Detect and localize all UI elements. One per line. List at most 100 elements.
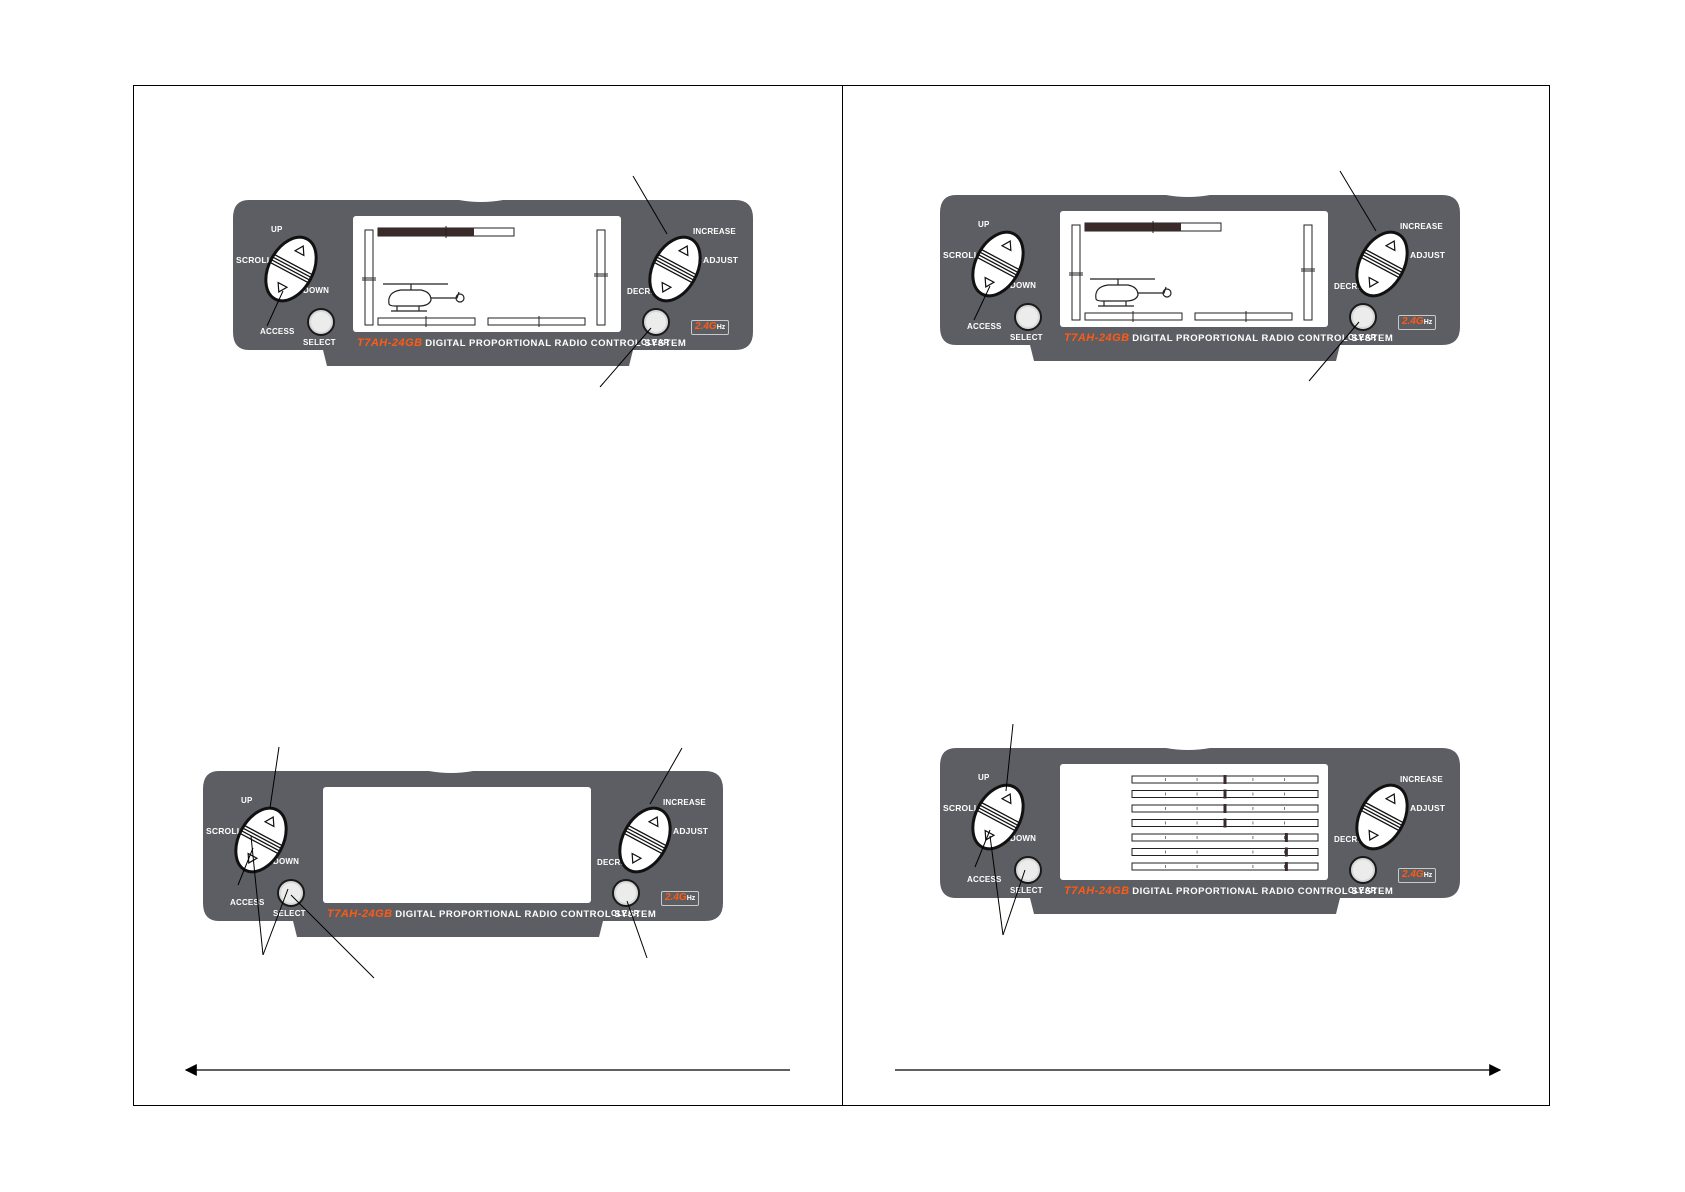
label-down: DOWN	[1010, 281, 1037, 290]
clear-button[interactable]	[612, 879, 640, 907]
brand-line: T7AH-24GB DIGITAL PROPORTIONAL RADIO CON…	[1064, 332, 1393, 344]
label-decrease: DECREASE	[627, 287, 674, 296]
adjust-dial[interactable]	[648, 233, 702, 305]
select-button[interactable]	[307, 308, 335, 336]
lcd-screen	[1060, 764, 1328, 880]
frequency-value: 2.4G	[695, 321, 717, 332]
page-divider	[842, 85, 843, 1106]
label-down: DOWN	[303, 286, 330, 295]
adjust-dial-graphic	[1355, 230, 1409, 298]
helicopter-icon	[1090, 278, 1172, 307]
frequency-value: 2.4G	[665, 892, 687, 903]
frequency-badge: 2.4GHz	[661, 891, 699, 906]
frequency-unit: Hz	[1423, 872, 1433, 879]
label-up: UP	[271, 225, 283, 234]
triangle-up-icon	[293, 245, 305, 257]
label-adjust: ADJUST	[703, 255, 739, 265]
adjust-dial[interactable]	[618, 804, 672, 876]
triangle-down-icon	[1368, 829, 1380, 841]
frequency-badge: 2.4GHz	[1398, 868, 1436, 883]
triangle-up-icon	[263, 816, 275, 828]
label-up: UP	[978, 773, 990, 782]
label-clear: CLEAR	[1348, 333, 1377, 342]
label-select: SELECT	[1010, 333, 1043, 342]
label-adjust: ADJUST	[1410, 803, 1446, 813]
brand-model: T7AH-24GB	[327, 908, 393, 920]
label-increase: INCREASE	[693, 227, 736, 236]
lcd-trim-bars	[1131, 775, 1319, 871]
adjust-dial[interactable]	[1355, 228, 1409, 300]
clear-button[interactable]	[1349, 303, 1377, 331]
adjust-dial-graphic	[618, 806, 672, 874]
trim-bar-marker	[1223, 804, 1227, 813]
trim-bar-marker	[1223, 775, 1227, 784]
frequency-badge: 2.4GHz	[691, 320, 729, 335]
adjust-dial[interactable]	[1355, 781, 1409, 853]
label-increase: INCREASE	[1400, 222, 1443, 231]
label-adjust: ADJUST	[1410, 250, 1446, 260]
brand-tagline: DIGITAL PROPORTIONAL RADIO CONTROL SYSTE…	[1132, 886, 1394, 897]
trim-bar-row	[1131, 833, 1319, 842]
select-button[interactable]	[1014, 303, 1042, 331]
trim-bar-row	[1131, 848, 1319, 856]
trim-bar-marker	[1223, 789, 1227, 799]
clear-button[interactable]	[642, 308, 670, 336]
scroll-dial[interactable]	[971, 781, 1025, 853]
helicopter-icon	[383, 283, 465, 312]
brand-line: T7AH-24GB DIGITAL PROPORTIONAL RADIO CON…	[357, 337, 686, 349]
trim-bar-marker	[1284, 847, 1288, 857]
control-panel-bottom-right: UP SCROLL DOWN ACCESS SELECT INCREASE AD…	[940, 748, 1460, 914]
frequency-unit: Hz	[686, 895, 696, 902]
brand-line: T7AH-24GB DIGITAL PROPORTIONAL RADIO CON…	[1064, 885, 1393, 897]
label-clear: CLEAR	[611, 909, 640, 918]
triangle-up-icon	[1000, 240, 1012, 252]
select-button[interactable]	[1014, 856, 1042, 884]
lcd-helicopter-status	[1069, 221, 1315, 322]
scroll-dial[interactable]	[264, 233, 318, 305]
brand-model: T7AH-24GB	[1064, 885, 1130, 897]
brand-model: T7AH-24GB	[1064, 332, 1130, 344]
trim-bar-row	[1131, 862, 1319, 871]
triangle-down-icon	[984, 276, 996, 288]
label-access: ACCESS	[230, 898, 265, 907]
brand-tagline: DIGITAL PROPORTIONAL RADIO CONTROL SYSTE…	[395, 909, 657, 920]
frequency-value: 2.4G	[1402, 316, 1424, 327]
brand-tagline: DIGITAL PROPORTIONAL RADIO CONTROL SYSTE…	[425, 338, 687, 349]
page-frame	[133, 85, 1550, 1106]
label-select: SELECT	[1010, 886, 1043, 895]
adjust-dial-graphic	[1355, 783, 1409, 851]
label-adjust: ADJUST	[673, 826, 709, 836]
select-button[interactable]	[277, 879, 305, 907]
brand-model: T7AH-24GB	[357, 337, 423, 349]
triangle-up-icon	[1000, 793, 1012, 805]
label-clear: CLEAR	[641, 338, 670, 347]
brand-line: T7AH-24GB DIGITAL PROPORTIONAL RADIO CON…	[327, 908, 656, 920]
label-up: UP	[241, 796, 253, 805]
control-panel-top-left: UP SCROLL DOWN ACCESS SELECT INCREASE AD…	[233, 200, 753, 366]
triangle-down-icon	[277, 281, 289, 293]
triangle-down-icon	[631, 852, 643, 864]
label-scroll: SCROLL	[236, 255, 273, 265]
label-access: ACCESS	[967, 322, 1002, 331]
triangle-up-icon	[677, 245, 689, 257]
label-access: ACCESS	[260, 327, 295, 336]
lcd-screen-blank	[323, 787, 591, 903]
label-down: DOWN	[1010, 834, 1037, 843]
adjust-dial-graphic	[648, 235, 702, 303]
brand-tagline: DIGITAL PROPORTIONAL RADIO CONTROL SYSTE…	[1132, 333, 1394, 344]
label-increase: INCREASE	[1400, 775, 1443, 784]
label-select: SELECT	[303, 338, 336, 347]
triangle-down-icon	[1368, 276, 1380, 288]
triangle-up-icon	[1384, 240, 1396, 252]
trim-bar-marker	[1284, 833, 1288, 842]
triangle-down-icon	[661, 281, 673, 293]
label-scroll: SCROLL	[943, 803, 980, 813]
clear-button[interactable]	[1349, 856, 1377, 884]
scroll-dial[interactable]	[234, 804, 288, 876]
lcd-helicopter-status	[362, 226, 608, 327]
scroll-dial[interactable]	[971, 228, 1025, 300]
frequency-badge: 2.4GHz	[1398, 315, 1436, 330]
label-up: UP	[978, 220, 990, 229]
frequency-unit: Hz	[716, 324, 726, 331]
lcd-screen	[353, 216, 621, 332]
